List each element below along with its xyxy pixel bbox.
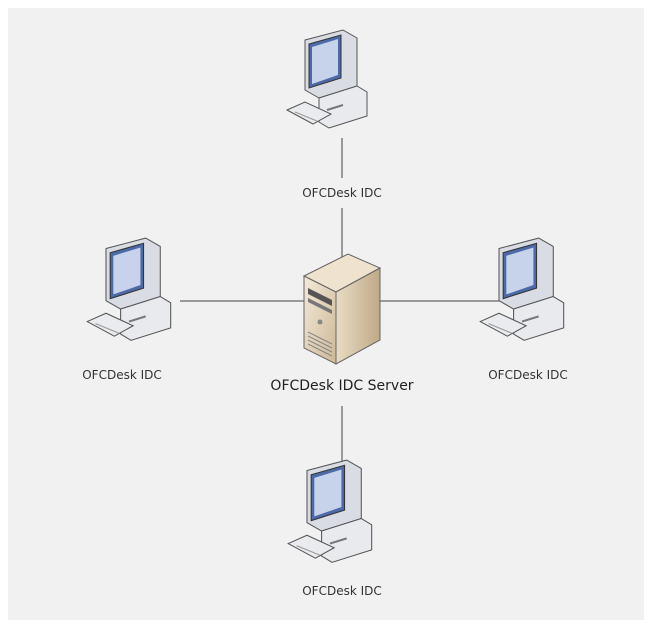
server-label: OFCDesk IDC Server [270,378,414,394]
client-label-bottom: OFCDesk IDC [302,584,382,598]
computer-icon [287,459,373,563]
client-label-top: OFCDesk IDC [302,186,382,200]
client-label-left: OFCDesk IDC [82,368,162,382]
server-node [298,248,388,372]
computer-icon [86,237,172,341]
server-icon [302,253,382,365]
network-links [180,138,516,468]
client-left [70,236,190,360]
client-bottom [276,458,386,582]
diagram-canvas: OFCDesk IDC OFCDesk IDC OFCDesk IDC [8,8,644,620]
client-label-right: OFCDesk IDC [488,368,568,382]
client-top [283,28,373,147]
computer-icon [285,29,368,129]
client-right [463,236,583,360]
computer-icon [479,237,565,341]
